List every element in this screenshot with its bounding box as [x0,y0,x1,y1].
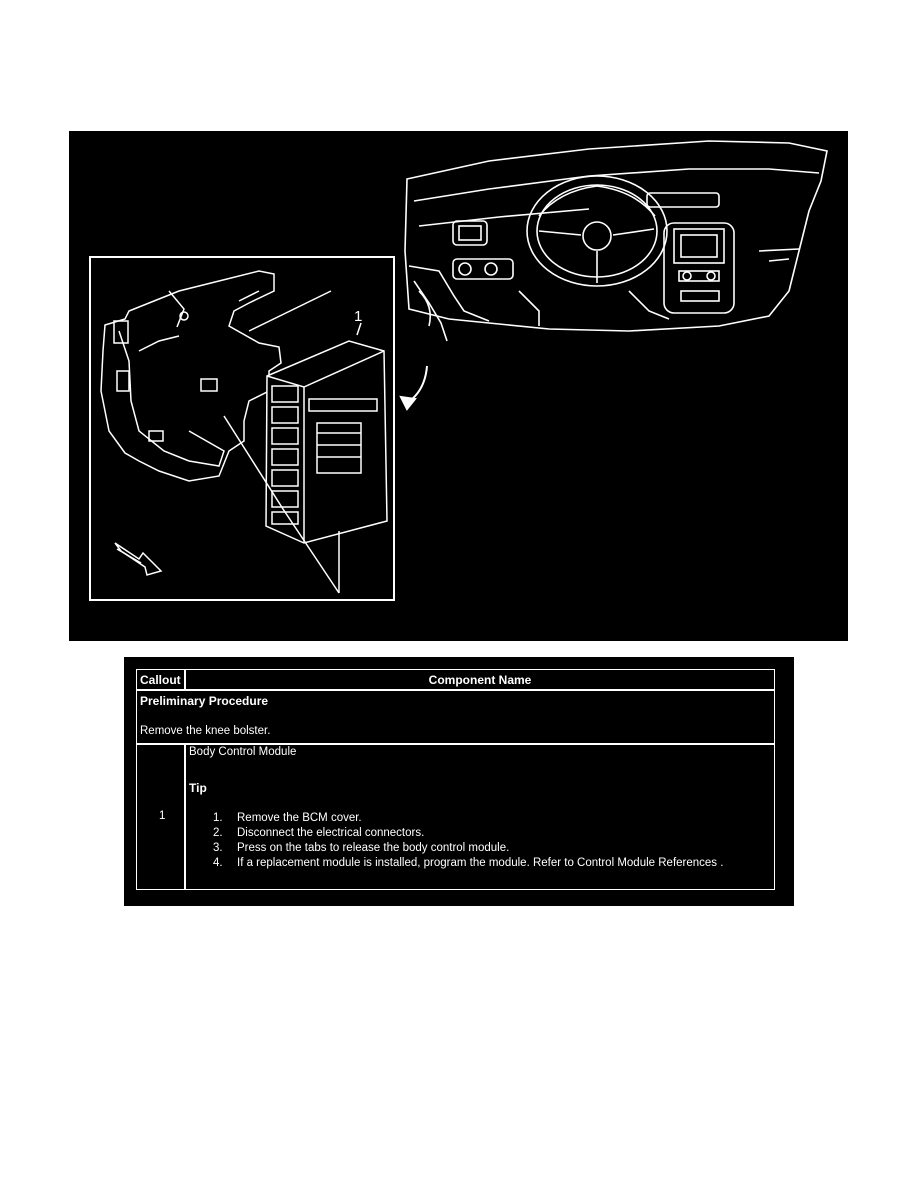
step-text: Press on the tabs to release the body co… [237,842,510,854]
procedure-step: 1. Remove the BCM cover. [213,812,362,824]
tip-heading: Tip [189,781,207,795]
row-callout-number: 1 [159,810,166,822]
callout-header-cell: Callout [136,669,185,690]
row-component-cell: Body Control Module Tip 1. Remove the BCM… [185,744,775,890]
dashboard-drawing [404,140,828,342]
step-number: 1. [213,812,223,824]
callout-header: Callout [140,672,181,687]
bcm-location-illustration: 1 [69,131,848,641]
curved-arrow-icon [399,365,428,411]
step-text: Remove the BCM cover. [237,812,362,824]
preliminary-heading: Preliminary Procedure [140,694,269,708]
procedure-step: 2. Disconnect the electrical connectors. [213,827,424,839]
step-number: 4. [213,857,223,869]
callout-number: 1 [354,308,362,325]
preliminary-text: Remove the knee bolster. [140,725,271,737]
step-number: 2. [213,827,223,839]
inset-detail: 1 [89,256,395,601]
row-callout-cell: 1 [136,744,185,890]
step-text: If a replacement module is installed, pr… [237,857,724,869]
procedure-step: 3. Press on the tabs to release the body … [213,842,509,854]
component-name: Body Control Module [189,746,297,758]
procedure-step: 4. If a replacement module is installed, … [213,857,723,869]
component-name-header: Component Name [428,672,532,687]
step-number: 3. [213,842,223,854]
step-text: Disconnect the electrical connectors. [237,827,425,839]
component-table: Callout Component Name Preliminary Proce… [124,657,794,906]
component-header-cell: Component Name [185,669,775,690]
preliminary-procedure-cell: Preliminary Procedure Remove the knee bo… [136,690,775,744]
direction-arrow-icon [114,542,163,576]
